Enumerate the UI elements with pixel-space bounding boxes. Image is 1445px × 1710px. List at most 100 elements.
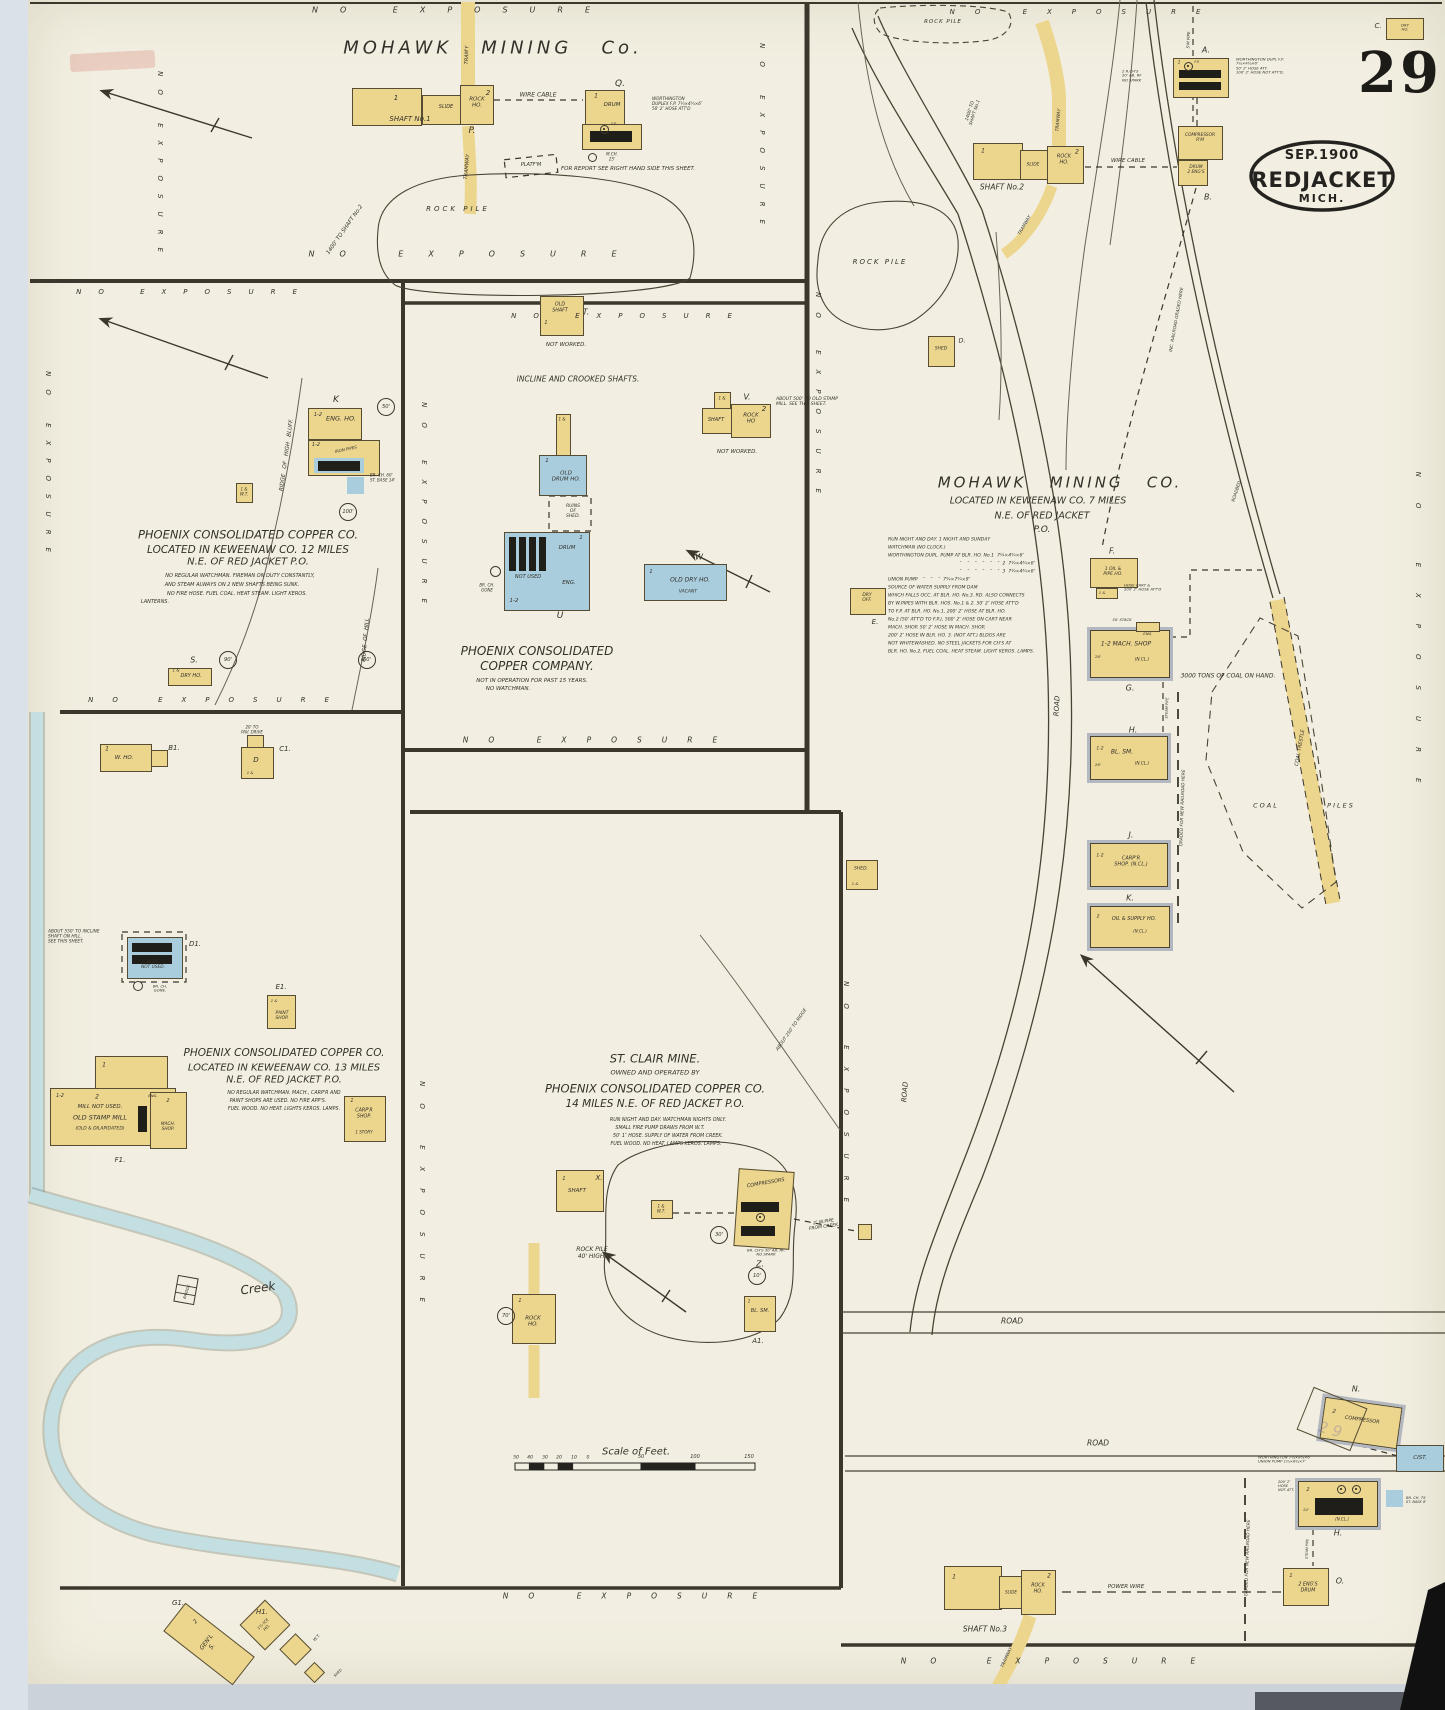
wt-blue-bottom: [1386, 1490, 1403, 1507]
map-label: NO EXPOSURE: [758, 43, 767, 237]
stamp-date: SEP.1900: [1284, 148, 1360, 163]
map-label: NO EXPOSURE: [900, 1656, 1220, 1666]
title-phoenix-13mi: PHOENIX CONSOLIDATED COPPER CO.: [183, 1046, 385, 1059]
z-circle: [755, 1212, 765, 1222]
old-dry-house-w: [644, 564, 727, 601]
d1-bar-2: [132, 955, 172, 964]
map-label: FUEL WOOD. NO HEAT. LAMPS KEROS. LAMPS.: [610, 1142, 722, 1148]
g-engine-room: [1136, 622, 1160, 632]
d1-bar-1: [132, 943, 172, 952]
map-label: COPPER COMPANY.: [480, 659, 594, 674]
map-label: 50' 1″ HOSE. SUPPLY OF WATER FROM CREEK.: [612, 1134, 724, 1140]
q-boiler: [590, 131, 632, 142]
map-label: NO EXPOSURE: [949, 7, 1221, 16]
map-label: (N.CL.): [1335, 1516, 1349, 1522]
map-label: 1: [1177, 60, 1181, 66]
shaft3-main: [944, 1566, 1002, 1610]
map-label: FUEL WOOD. NO HEAT. LIGHTS KEROS. LAMPS.: [227, 1107, 341, 1113]
map-label: 0: [586, 1455, 590, 1461]
map-label: U: [556, 610, 564, 621]
wt-blue-12mi: [347, 477, 364, 494]
a-boiler-house: [1173, 58, 1229, 98]
map-label: F1.: [114, 1155, 126, 1164]
map-label: DRUM: [558, 544, 576, 551]
mill-bar-3: [529, 537, 536, 571]
map-label: OLD DRUM HO.: [551, 470, 581, 483]
map-label: S'M PIPE: [1185, 31, 1191, 49]
map-label: D.: [958, 336, 966, 345]
map-label: 1 & W.T.: [239, 486, 249, 496]
b1-w-house: [100, 744, 152, 772]
map-label: DRY HO.: [180, 673, 202, 680]
map-label: 1: [518, 1298, 522, 1305]
map-label: A1.: [752, 1336, 764, 1345]
map-label: MILL NOT USED.: [77, 1103, 123, 1110]
panel-borders: [30, 2, 1445, 1647]
dist-90: 90': [219, 651, 237, 669]
map-label: 1 STORY: [355, 1129, 373, 1135]
map-label: B1.: [168, 743, 180, 752]
map-label: E.: [871, 617, 879, 626]
mill-complex: [504, 532, 590, 611]
map-label: 1 &: [172, 667, 180, 673]
dry-house-s: [168, 668, 212, 686]
map-label: A.: [1201, 45, 1211, 55]
map-label: 1-2: [509, 597, 519, 604]
fp-dot: [1354, 1487, 1358, 1491]
map-label: G1.: [171, 1598, 185, 1607]
map-label: ROAD: [1052, 695, 1062, 717]
map-label: Q.: [615, 78, 625, 89]
map-label: FOR REPORT SEE RIGHT HAND SIDE THIS SHEE…: [560, 165, 696, 172]
title-phoenix-12mi: PHOENIX CONSOLIDATED COPPER CO.: [137, 527, 359, 542]
map-label: 2: [1306, 1487, 1310, 1494]
map-label: WATCHMAN (NO CLOCK.): [888, 545, 946, 551]
map-label: N.: [1351, 1384, 1361, 1394]
map-label: SLIDE: [1004, 1589, 1018, 1595]
map-label: ROCK HO.: [1031, 1583, 1045, 1594]
map-label: 1: [981, 147, 985, 155]
map-label: BL. SM.: [1110, 748, 1134, 756]
map-label: PAINT SHOP.: [275, 1010, 289, 1021]
j-carpenter-shop: [1087, 840, 1171, 890]
mill-bar-4: [539, 537, 546, 571]
map-label: 20' TO PAV. DRIVE: [241, 724, 263, 734]
water-tank-stclair: [651, 1200, 673, 1219]
map-label: DRUM: [603, 101, 621, 108]
map-label: ROCK HO: [743, 412, 759, 425]
map-label: NOT WHITEWASHED. NO STEEL JACKETS FOR CH…: [888, 641, 1012, 647]
map-label: OLD STAMP MILL: [72, 1113, 128, 1122]
rockhouse-stclair: [512, 1294, 556, 1344]
b1-ext: [151, 750, 168, 767]
stamp-mill-right: [150, 1092, 187, 1149]
k12-boiler: [318, 461, 360, 471]
map-label: H.: [1333, 1528, 1343, 1538]
map-label: 1 & W.T.: [656, 1203, 666, 1213]
map-label: 100: [690, 1454, 700, 1461]
map-label: 1-2: [1096, 853, 1104, 859]
z-compressor-2: [741, 1226, 775, 1236]
e1-paint-shop: [267, 995, 296, 1029]
map-label: OLD SHAFT: [552, 302, 568, 313]
map-label: 2: [1074, 147, 1080, 156]
map-label: RUN NIGHT AND DAY. WATCHMAN NIGHTS ONLY.: [609, 1118, 727, 1124]
map-label: POWER WIRE: [1107, 1583, 1145, 1590]
small-building-east: [858, 1224, 872, 1240]
map-label: 26': [1095, 761, 1101, 767]
map-label: 1 &: [246, 769, 254, 775]
dist-50: 50': [377, 398, 395, 416]
map-label: COAL: [1253, 801, 1279, 810]
map-label: 1 &: [558, 416, 566, 422]
f-hose-cart-house: [1096, 588, 1118, 599]
map-label: TO F.P. AT BLR. HO. No.1, 200' 2″ HOSE A…: [888, 609, 1006, 615]
map-label: BR. CH. 75' ST. BASE 8': [1406, 1495, 1427, 1504]
map-label: (OLD & DILAPIDATED): [75, 1126, 125, 1132]
map-label: SHAFT: [707, 417, 725, 424]
bridge: [173, 1274, 199, 1306]
map-label: SHED: [934, 346, 948, 352]
map-label: ABOUT 550' TO INCLINE SHAFT ON HILL. SEE…: [48, 929, 100, 945]
dist-30: 30': [710, 1226, 728, 1244]
map-label: 2 ENG'S DRUM: [1298, 1582, 1318, 1593]
map-label: SLIDE: [438, 104, 454, 111]
